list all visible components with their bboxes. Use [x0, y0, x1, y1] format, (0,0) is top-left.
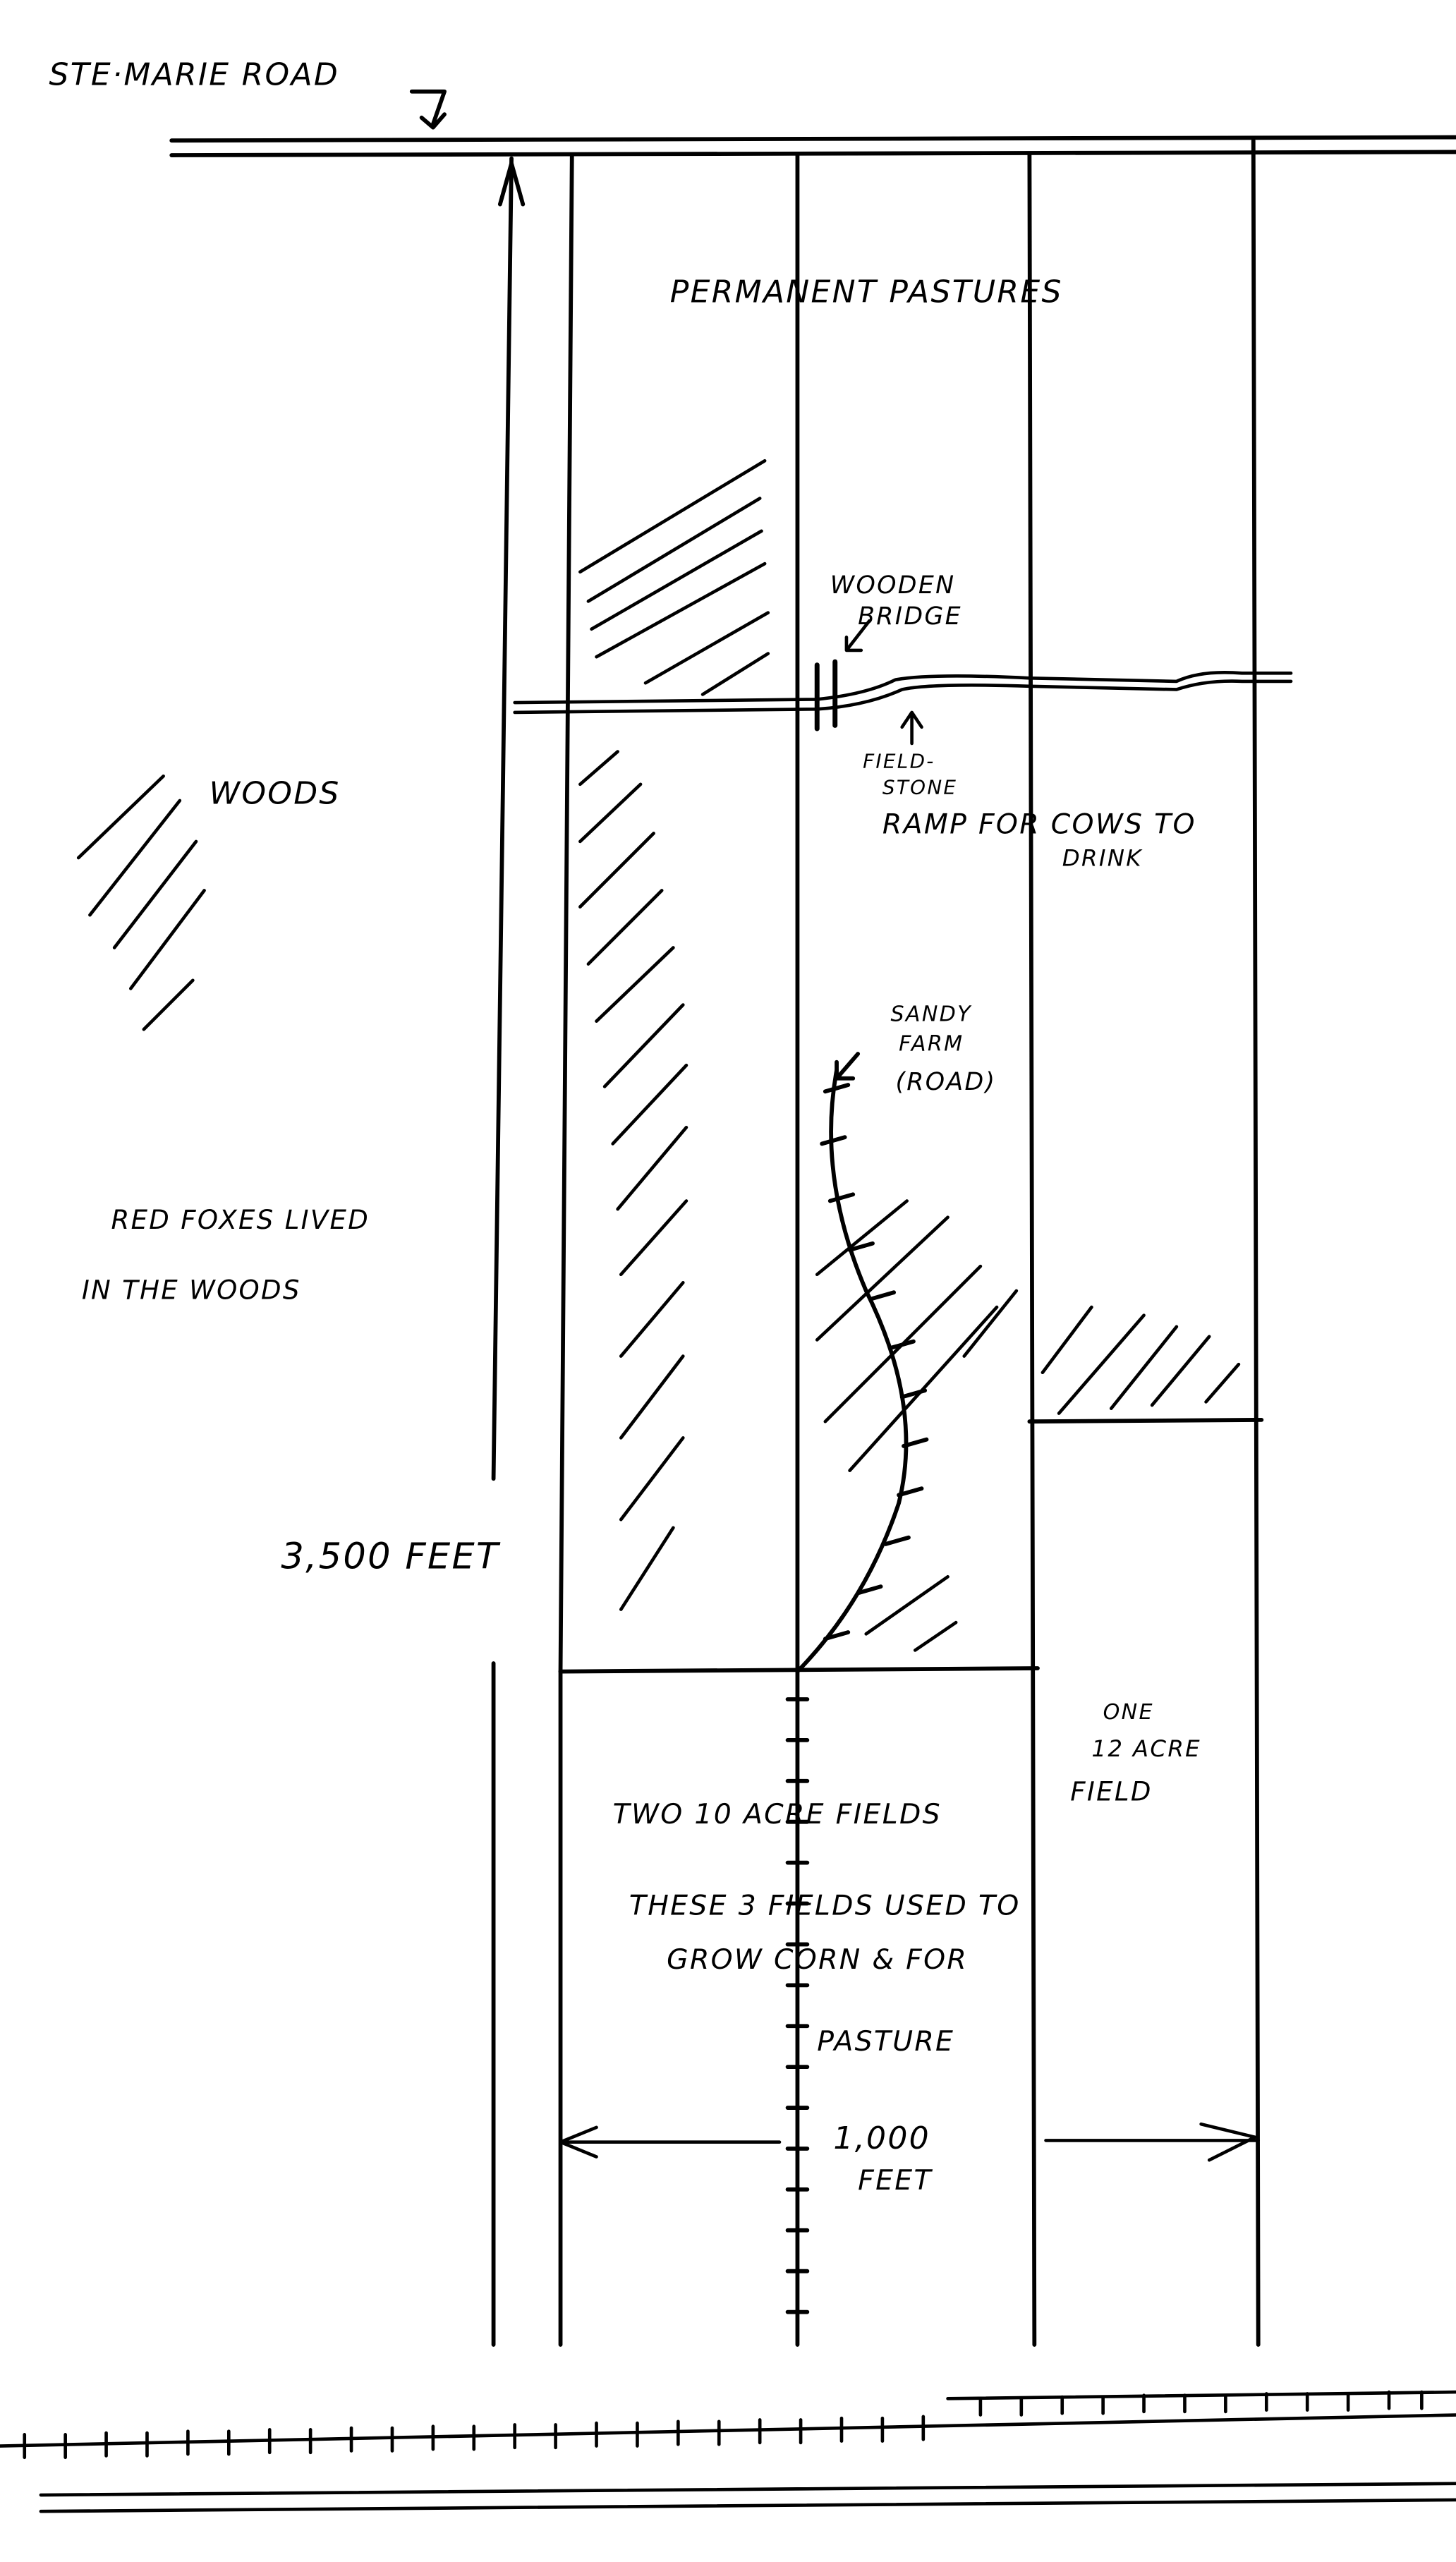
fieldstone-label: STONE [882, 776, 957, 799]
width-label: FEET [858, 2164, 933, 2197]
wooden-bridge-label: WOODEN [830, 571, 956, 600]
fields-use-label: THESE 3 FIELDS USED TO [629, 1890, 1021, 1922]
sandy-farm-road [785, 1052, 929, 2347]
one-field-label: FIELD [1070, 1777, 1152, 1807]
ramp-label: RAMP FOR COWS TO [882, 808, 1196, 840]
two-fields-label: TWO 10 ACRE FIELDS [613, 1798, 942, 1831]
woods-label: WOODS [210, 776, 341, 812]
ramp-label: DRINK [1062, 845, 1143, 872]
sandy-road-label: (ROAD) [895, 1068, 996, 1096]
length-label: 3,500 FEET [281, 1536, 501, 1578]
railway [0, 2390, 1456, 2513]
foxes-label: IN THE WOODS [82, 1275, 301, 1305]
creek [513, 619, 1293, 746]
width-dimension [559, 2122, 1261, 2162]
hatching [76, 459, 1241, 1652]
one-field-label: ONE [1103, 1700, 1154, 1725]
permanent-pasture-label: PERMANENT PASTURES [670, 274, 1063, 310]
fields-use-label: GROW CORN & FOR [667, 1943, 968, 1976]
width-label: 1,000 [833, 2120, 930, 2156]
sandy-road-label: FARM [899, 1031, 964, 1056]
one-field-label: 12 ACRE [1091, 1735, 1201, 1762]
sandy-road-label: SANDY [890, 1002, 972, 1027]
ste-marie-road [169, 89, 1456, 157]
field-boundaries [491, 138, 1264, 2347]
foxes-label: RED FOXES LIVED [111, 1205, 370, 1235]
wooden-bridge-label: BRIDGE [858, 602, 962, 631]
fields-use-label: PASTURE [817, 2025, 954, 2058]
road-label: STE·MARIE ROAD [49, 56, 339, 92]
fieldstone-label: FIELD- [863, 750, 935, 773]
